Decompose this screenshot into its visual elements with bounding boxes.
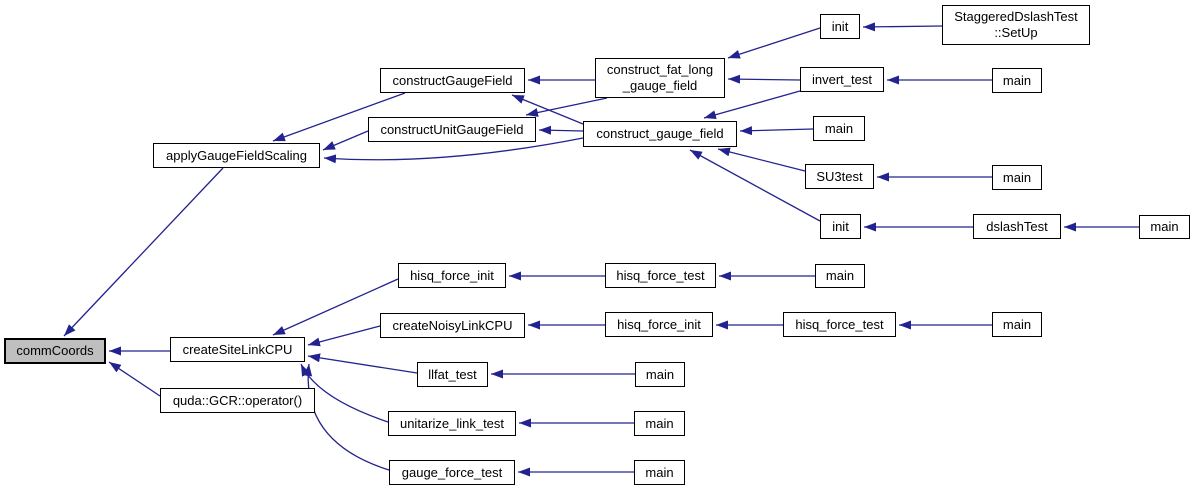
edge-staggeredDslashTestSetUp-to-initTop [862,22,943,32]
graph-node-initTop[interactable]: init [820,14,860,39]
graph-node-mainLlfatTest[interactable]: main [635,362,685,387]
graph-node-hisqForceInit2[interactable]: hisq_force_init [605,312,713,337]
graph-node-constructGaugeFieldLower[interactable]: construct_gauge_field [583,121,737,147]
edge-gaugeForceTest-to-createSiteLinkCPU [303,363,390,471]
edge-constructFatLongGaugeField-to-constructUnitGaugeField [525,97,608,117]
graph-node-dslashTest[interactable]: dslashTest [973,214,1061,239]
graph-node-mainGaugeForceTest[interactable]: main [634,460,685,485]
graph-node-constructFatLongGaugeField[interactable]: construct_fat_long _gauge_field [595,58,725,98]
edge-mainConstructGaugeField-to-constructGaugeFieldLower [739,126,814,136]
edge-qudaGCROperator-to-commCoords [108,361,161,397]
edge-initTop-to-constructFatLongGaugeField [727,27,821,59]
graph-node-mainUnitarizeLinkTest[interactable]: main [634,411,685,436]
edge-constructGaugeFieldLower-to-constructUnitGaugeField [538,125,584,135]
graph-node-mainDslashTest[interactable]: main [1139,215,1190,239]
edge-initBottom-to-constructGaugeFieldLower [689,149,821,222]
graph-node-createSiteLinkCPU[interactable]: createSiteLinkCPU [170,337,305,362]
graph-node-constructUnitGaugeField[interactable]: constructUnitGaugeField [368,117,536,142]
graph-node-createNoisyLinkCPU[interactable]: createNoisyLinkCPU [380,313,525,338]
graph-node-mainConstructGaugeField[interactable]: main [813,116,865,141]
graph-node-hisqForceInit1[interactable]: hisq_force_init [398,263,506,288]
edge-constructGaugeFieldLower-to-applyGaugeFieldScaling [323,137,584,164]
graph-node-initBottom[interactable]: init [820,214,861,239]
edge-invertTest-to-constructGaugeFieldLower [703,90,801,120]
edge-invertTest-to-constructFatLongGaugeField [727,74,801,84]
graph-node-mainHisqForceTest1[interactable]: main [815,264,865,288]
graph-node-applyGaugeFieldScaling[interactable]: applyGaugeFieldScaling [153,143,320,168]
graph-node-hisqForceTest2[interactable]: hisq_force_test [783,312,896,337]
graph-node-mainInvertTest[interactable]: main [992,68,1042,93]
graph-node-unitarizeLinkTest[interactable]: unitarize_link_test [388,411,516,436]
graph-node-mainSu3Test[interactable]: main [992,165,1042,190]
graph-node-llfatTest[interactable]: llfat_test [417,362,488,387]
edge-createNoisyLinkCPU-to-createSiteLinkCPU [307,325,381,347]
graph-node-mainHisqForceTest2[interactable]: main [992,312,1042,337]
edge-constructGaugeFieldLower-to-constructGaugeField [511,94,584,125]
graph-node-commCoords[interactable]: commCoords [4,338,106,364]
graph-node-qudaGCROperator[interactable]: quda::GCR::operator() [160,388,315,413]
graph-node-gaugeForceTest[interactable]: gauge_force_test [389,460,515,485]
edge-llfatTest-to-createSiteLinkCPU [307,353,418,374]
edge-constructGaugeField-to-applyGaugeFieldScaling [272,92,406,142]
graph-node-staggeredDslashTestSetUp[interactable]: StaggeredDslashTest ::SetUp [942,5,1090,45]
graph-node-hisqForceTest1[interactable]: hisq_force_test [605,263,716,288]
graph-node-invertTest[interactable]: invert_test [800,67,884,92]
edge-constructUnitGaugeField-to-applyGaugeFieldScaling [322,130,369,151]
edge-su3Test-to-constructGaugeFieldLower [717,147,806,172]
edge-applyGaugeFieldScaling-to-commCoords [63,167,224,337]
edge-hisqForceInit1-to-createSiteLinkCPU [272,278,399,336]
graph-node-constructGaugeField[interactable]: constructGaugeField [380,68,525,93]
graph-node-su3Test[interactable]: SU3test [805,164,874,189]
